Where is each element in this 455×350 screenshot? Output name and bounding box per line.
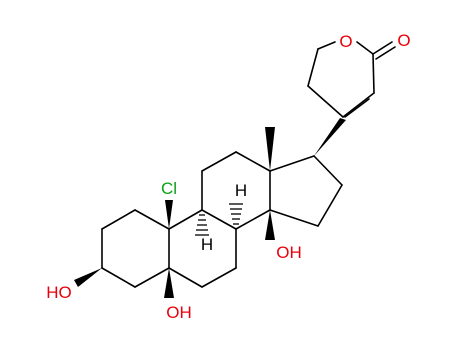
hydroxyl-5-label: OH	[166, 303, 192, 322]
bond	[201, 267, 237, 288]
wedge-bond	[164, 268, 174, 298]
bond	[134, 209, 170, 230]
ring-c	[201, 151, 271, 230]
bond	[168, 267, 203, 288]
wedge-bond	[314, 118, 346, 156]
bond	[101, 267, 136, 288]
bond	[307, 48, 319, 87]
carbonyl-bond-second	[375, 46, 396, 60]
hash-bonds	[195, 203, 243, 236]
carbonyl-oxygen-label: O	[397, 31, 410, 50]
double-bond-inner	[344, 98, 370, 118]
bond	[269, 155, 315, 172]
bond	[168, 209, 203, 230]
ring-b	[168, 209, 237, 288]
bond	[342, 92, 375, 118]
bond	[372, 53, 375, 94]
bond	[101, 209, 136, 230]
wedge-bonds	[74, 118, 346, 298]
atom-labels: O O Cl HO OH OH H H	[46, 31, 410, 322]
bond	[317, 41, 336, 50]
ring-oxygen-label: O	[339, 32, 352, 51]
bond	[201, 209, 237, 230]
bond	[317, 184, 343, 227]
bond	[313, 155, 343, 186]
carbonyl-bond	[372, 41, 393, 55]
wedge-bond	[165, 200, 173, 229]
butenolide-ring	[307, 41, 396, 118]
hydroxyl-3-label: HO	[46, 283, 72, 302]
hydrogen-9-label: H	[201, 235, 213, 254]
hydroxyl-14-label: OH	[276, 243, 302, 262]
bond	[356, 41, 374, 55]
chlorine-label: Cl	[161, 179, 177, 198]
wedge-bond	[265, 210, 275, 240]
wedge-bond	[265, 127, 275, 171]
bond	[201, 151, 237, 172]
bond	[134, 267, 170, 288]
bond	[235, 209, 271, 230]
bond	[269, 209, 319, 227]
wedge-bond	[74, 268, 102, 287]
bond	[307, 85, 344, 118]
bond	[235, 151, 271, 172]
hydrogen-8-label: H	[235, 181, 247, 200]
ring-d	[269, 155, 343, 227]
ring-a	[101, 209, 170, 288]
